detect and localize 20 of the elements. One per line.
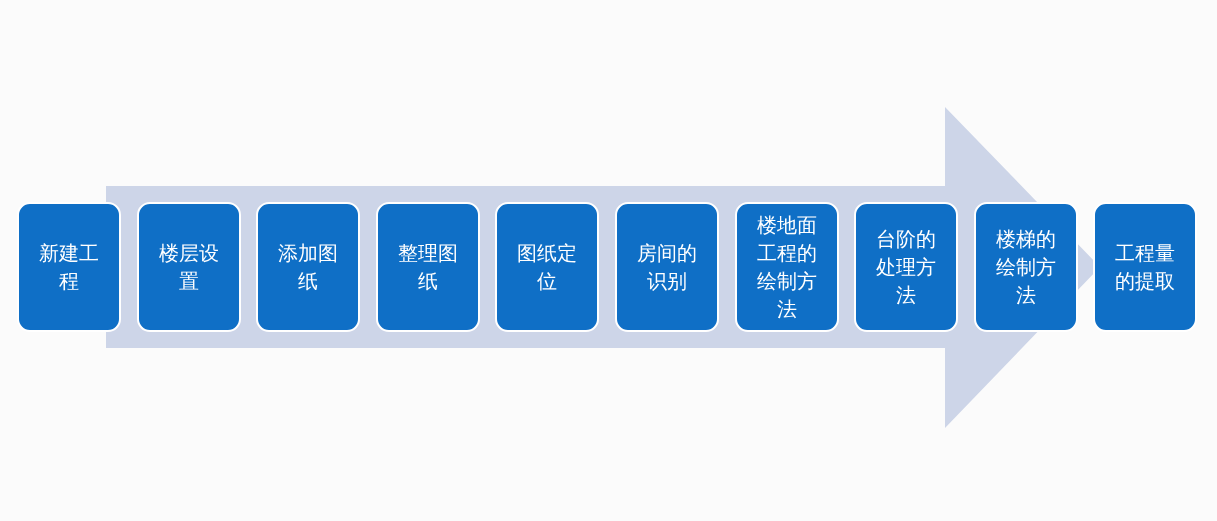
step-label: 楼梯的绘制方法 [994,226,1057,309]
step-label: 图纸定位 [516,240,579,295]
step-label: 整理图纸 [396,240,459,295]
step-label: 楼层设置 [157,240,220,295]
process-box [734,202,839,332]
process-box [136,202,241,332]
process-box [375,202,480,332]
process-box [973,202,1078,332]
step-label: 楼地面工程的绘制方法 [755,212,818,323]
process-box [854,202,959,332]
process-box [1093,202,1198,332]
step-label: 添加图纸 [277,240,340,295]
process-box [256,202,361,332]
step-label: 台阶的处理方法 [875,226,938,309]
process-box [17,202,121,332]
process-box [615,202,719,332]
step-label: 房间的识别 [636,240,698,295]
process-box [495,202,600,332]
step-label: 工程量的提取 [1114,240,1177,295]
step-label: 新建工程 [38,240,100,295]
